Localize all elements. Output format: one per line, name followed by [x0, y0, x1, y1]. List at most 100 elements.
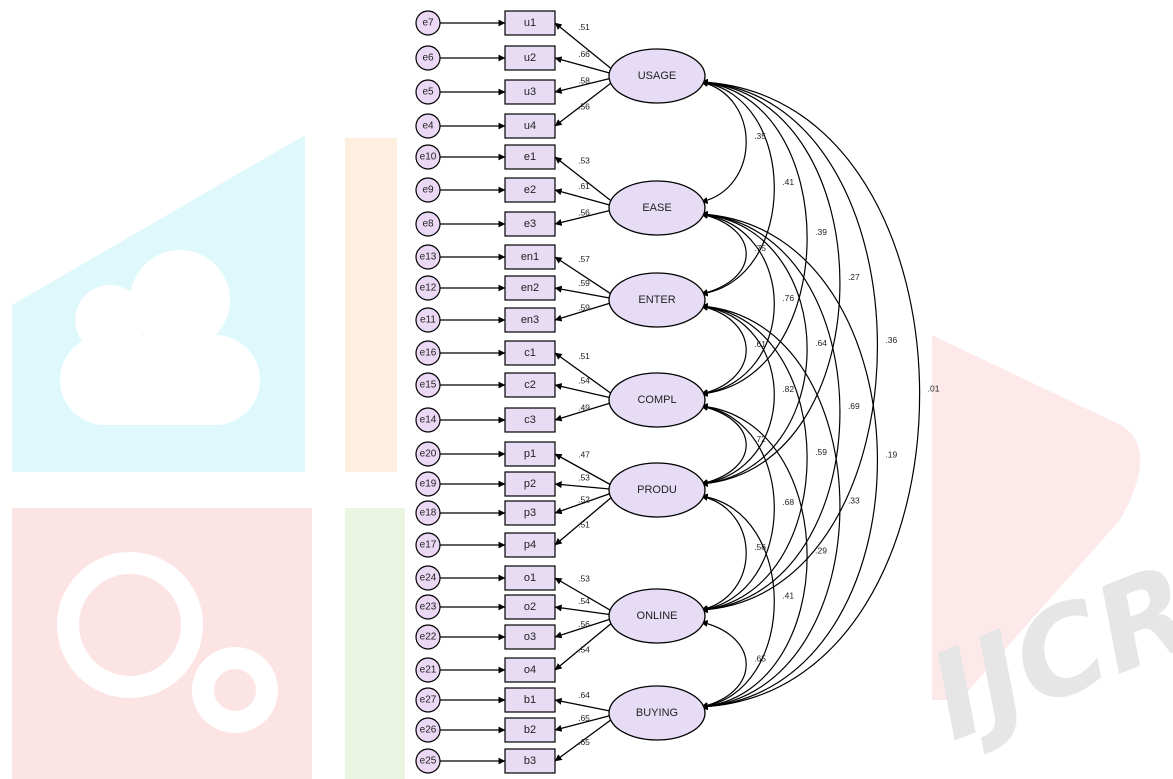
covariance-arc: [700, 80, 747, 204]
error-term-label: e20: [420, 449, 437, 460]
loading-arrow: [554, 22, 616, 73]
observed-variable-box: [504, 471, 556, 497]
observed-variable-label: c1: [524, 347, 536, 359]
labels-layer: .51.66.58.56.53.61.56.57.59.59.51.54.49.…: [578, 22, 940, 747]
latent-factor-ellipse: [608, 588, 706, 644]
observed-variable-box: [504, 275, 556, 301]
latent-factor-label: BUYING: [636, 707, 678, 719]
loading-value: .56: [578, 102, 590, 112]
observed-variable-box: [504, 687, 556, 713]
observed-variable-label: en3: [521, 314, 539, 326]
covariance-value: .72: [754, 434, 766, 444]
loading-arrow: [554, 604, 616, 616]
cloud-icon: [60, 250, 260, 425]
covariance-value: .35: [754, 131, 766, 141]
loading-value: .65: [578, 713, 590, 723]
loading-arrow: [554, 156, 616, 205]
observed-variable-label: e2: [524, 184, 536, 196]
covariance-arc: [700, 403, 775, 613]
error-term-circle: [415, 113, 441, 139]
latent-factor-ellipse: [608, 685, 706, 741]
observed-variable-box: [504, 211, 556, 237]
loading-value: .53: [578, 156, 590, 166]
observed-variable-label: p1: [524, 448, 536, 460]
loading-arrow: [554, 79, 616, 127]
covariance-value: .27: [848, 272, 860, 282]
covariance-value: .82: [782, 384, 794, 394]
covariance-value: .19: [885, 450, 897, 460]
error-term-label: e24: [420, 573, 437, 584]
covariance-value: .59: [815, 447, 827, 457]
observed-variable-label: b3: [524, 755, 536, 767]
watermark-red-arrow-shape: [932, 335, 1141, 700]
loading-arrow: [554, 400, 616, 422]
observed-variable-label: u3: [524, 86, 536, 98]
loading-value: .58: [578, 75, 590, 85]
error-term-circle: [415, 79, 441, 105]
error-term-label: e26: [420, 725, 437, 736]
loading-arrow: [554, 208, 616, 226]
error-term-label: e25: [420, 756, 437, 767]
error-term-circle: [415, 565, 441, 591]
covariance-value: .01: [928, 384, 940, 394]
loading-value: .52: [578, 495, 590, 505]
covariance-value: .29: [815, 546, 827, 556]
error-term-label: e27: [420, 695, 437, 706]
covariance-value: .65: [754, 654, 766, 664]
covariance-arc: [700, 304, 747, 396]
loading-arrow: [554, 285, 616, 300]
covariance-value: .75: [754, 243, 766, 253]
latent-factor-label: USAGE: [638, 70, 677, 82]
observed-variable-label: p4: [524, 539, 536, 551]
loading-arrow: [554, 352, 616, 397]
covariance-arc: [700, 494, 747, 612]
error-term-circle: [415, 144, 441, 170]
covariance-arc: [700, 303, 841, 710]
observed-variable-box: [504, 340, 556, 366]
observed-variable-label: o4: [524, 664, 536, 676]
watermark-orange-shape: [345, 138, 397, 472]
loading-arrow: [554, 697, 616, 713]
latent-factor-label: PRODU: [637, 484, 677, 496]
error-term-label: e16: [420, 348, 437, 359]
error-term-label: e14: [420, 415, 437, 426]
observed-variable-label: e3: [524, 218, 536, 230]
error-term-label: e21: [420, 665, 437, 676]
observed-variable-label: u2: [524, 52, 536, 64]
observed-variable-label: o3: [524, 631, 536, 643]
loading-arrow: [554, 300, 616, 322]
covariance-arc: [700, 212, 747, 296]
loading-value: .53: [578, 574, 590, 584]
covariance-value: .76: [782, 293, 794, 303]
loading-value: .64: [578, 690, 590, 700]
loading-value: .59: [578, 278, 590, 288]
error-term-circle: [415, 624, 441, 650]
covariance-value: .39: [815, 227, 827, 237]
loading-value: .57: [578, 254, 590, 264]
covariance-arc: [700, 620, 747, 709]
observed-variable-box: [504, 113, 556, 139]
observed-variable-label: p3: [524, 507, 536, 519]
error-term-label: e18: [420, 508, 437, 519]
observed-variable-box: [504, 307, 556, 333]
error-term-circle: [415, 211, 441, 237]
observed-variable-box: [504, 624, 556, 650]
covariance-value: .41: [782, 591, 794, 601]
observed-variable-label: c2: [524, 379, 536, 391]
loading-arrow: [554, 453, 616, 488]
error-term-circle: [415, 244, 441, 270]
error-term-circle: [415, 717, 441, 743]
observed-variable-label: b1: [524, 694, 536, 706]
observed-variable-box: [504, 532, 556, 558]
edges-layer: [440, 19, 921, 765]
observed-variable-label: o2: [524, 601, 536, 613]
loading-value: .47: [578, 449, 590, 459]
loading-arrow: [554, 76, 616, 94]
error-term-circle: [415, 532, 441, 558]
observed-variable-label: en1: [521, 251, 539, 263]
loading-value: .54: [578, 645, 590, 655]
error-term-label: e11: [420, 315, 436, 326]
observed-variable-box: [504, 717, 556, 743]
error-term-label: e13: [420, 252, 437, 263]
